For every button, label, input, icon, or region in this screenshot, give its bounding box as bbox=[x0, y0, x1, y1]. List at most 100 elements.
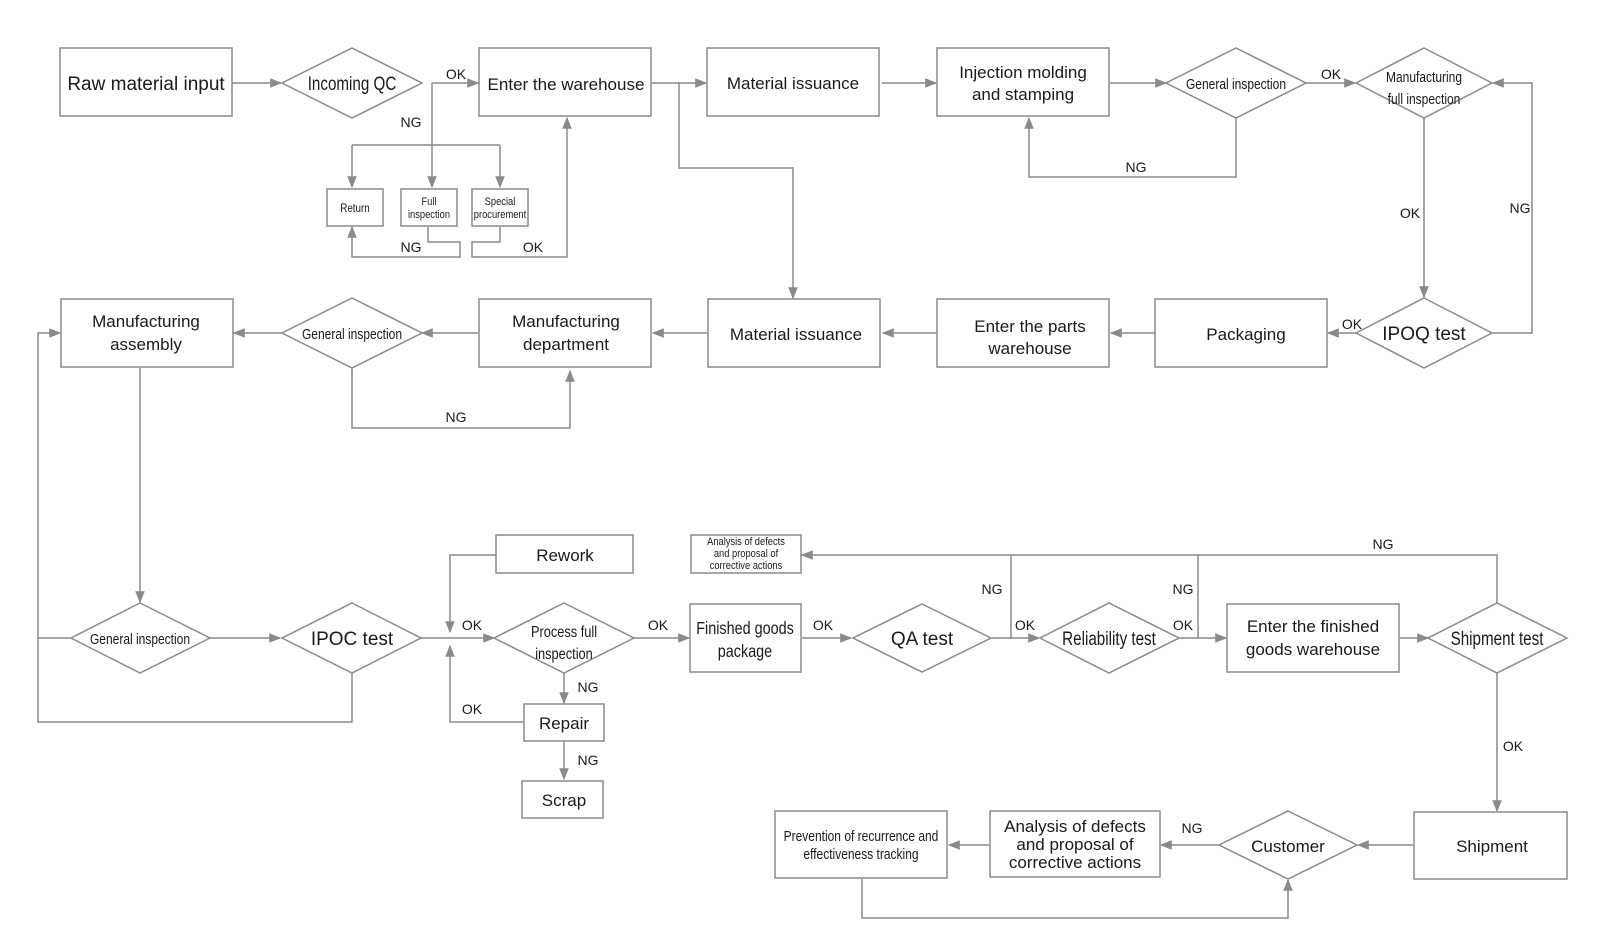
node-label-line2: inspection bbox=[535, 646, 593, 664]
edge-ng-bus bbox=[800, 550, 1498, 603]
node-general-inspection-3: General inspection bbox=[69, 602, 212, 674]
node-shipment: Shipment bbox=[1413, 811, 1568, 880]
node-label-line1: Enter the parts bbox=[974, 317, 1086, 336]
node-scrap: Scrap bbox=[521, 780, 604, 819]
node-finished-goods-package: Finished goods package bbox=[689, 603, 802, 673]
node-label-line2: department bbox=[523, 335, 609, 354]
edge-ipoc-loop bbox=[37, 638, 353, 723]
edge-repair-to-merge bbox=[445, 644, 523, 723]
node-label-line3: corrective actions bbox=[1009, 853, 1141, 872]
node-label: Reliability test bbox=[1062, 627, 1156, 649]
label-gi1-ok: OK bbox=[1321, 66, 1342, 82]
node-label-line2: warehouse bbox=[987, 339, 1071, 358]
node-label: Material issuance bbox=[727, 74, 859, 93]
label-shiptest-ok: OK bbox=[1503, 738, 1524, 754]
node-full-inspection: Full inspection bbox=[400, 188, 458, 227]
node-label-line1: Special bbox=[485, 196, 516, 208]
node-label-line2: assembly bbox=[110, 335, 182, 354]
node-ipoc-test: IPOC test bbox=[280, 602, 423, 674]
node-label: Return bbox=[340, 202, 370, 215]
label-pfi-ok: OK bbox=[648, 617, 669, 633]
connectors bbox=[37, 78, 1533, 919]
node-label: IPOQ test bbox=[1382, 324, 1466, 345]
node-ipoq-test: IPOQ test bbox=[1354, 297, 1494, 369]
node-packaging: Packaging bbox=[1154, 298, 1328, 368]
node-label-line1: Manufacturing bbox=[1386, 69, 1462, 86]
node-label-line2: inspection bbox=[408, 209, 450, 221]
node-label-line1: Full bbox=[421, 196, 436, 208]
node-label: Repair bbox=[539, 714, 589, 733]
edge-gi2-ng bbox=[351, 368, 575, 429]
label-return-ng: NG bbox=[401, 239, 422, 255]
node-injection-molding: Injection molding and stamping bbox=[936, 47, 1110, 117]
node-label-line1: Analysis of defects bbox=[707, 536, 785, 548]
node-label-line3: corrective actions bbox=[710, 560, 783, 572]
node-material-issuance-2: Material issuance bbox=[707, 298, 881, 368]
node-special-procurement: Special procurement bbox=[471, 188, 529, 227]
label-shiptest-ng: NG bbox=[1373, 536, 1394, 552]
node-customer: Customer bbox=[1217, 810, 1359, 880]
node-manufacturing-full-inspection: Manufacturing full inspection bbox=[1354, 47, 1494, 119]
node-label-line1: Enter the finished bbox=[1247, 617, 1379, 636]
label-gi1-ng: NG bbox=[1126, 159, 1147, 175]
node-label-line1: Prevention of recurrence and bbox=[784, 828, 939, 845]
node-label-line1: Injection molding bbox=[959, 63, 1087, 82]
node-reliability-test: Reliability test bbox=[1038, 602, 1181, 674]
node-label: Customer bbox=[1251, 837, 1325, 856]
node-rework: Rework bbox=[495, 534, 634, 574]
node-label-line2: and stamping bbox=[972, 85, 1074, 104]
label-fgp-ok: OK bbox=[813, 617, 834, 633]
node-label-line2: and proposal of bbox=[1016, 835, 1133, 854]
node-label-line1: Manufacturing bbox=[92, 312, 200, 331]
label-customer-ng: NG bbox=[1182, 820, 1203, 836]
node-label-line1: Manufacturing bbox=[512, 312, 620, 331]
node-prevention: Prevention of recurrence and effectivene… bbox=[774, 810, 948, 879]
node-raw-material-input: Raw material input bbox=[59, 47, 233, 117]
node-analysis-large: Analysis of defects and proposal of corr… bbox=[989, 810, 1161, 878]
label-pfi-ng: NG bbox=[578, 679, 599, 695]
node-incoming-qc: Incoming QC bbox=[280, 47, 424, 119]
node-label-line2: goods warehouse bbox=[1246, 640, 1380, 659]
node-label: Scrap bbox=[542, 791, 586, 810]
node-general-inspection-2: General inspection bbox=[280, 297, 424, 369]
node-label-line2: full inspection bbox=[1388, 91, 1461, 108]
node-label: General inspection bbox=[90, 631, 190, 648]
node-analysis-small: Analysis of defects and proposal of corr… bbox=[690, 534, 802, 574]
edge-ipoq-ng bbox=[1491, 78, 1533, 334]
node-label: IPOC test bbox=[311, 629, 394, 650]
label-special-ok: OK bbox=[523, 239, 544, 255]
node-label: Incoming QC bbox=[308, 72, 397, 94]
edge-prevention-to-customer bbox=[861, 878, 1293, 919]
node-label-line1: Analysis of defects bbox=[1004, 817, 1146, 836]
edge-labels: OK NG NG OK OK NG OK NG OK NG OK OK NG O… bbox=[401, 66, 1531, 836]
label-qa-ng: NG bbox=[982, 581, 1003, 597]
edge-warehouse-to-issuance2 bbox=[678, 83, 798, 300]
node-label-line2: and proposal of bbox=[714, 548, 778, 560]
node-enter-parts-warehouse: Enter the parts warehouse bbox=[936, 298, 1110, 368]
edge-special-to-warehouse bbox=[471, 116, 572, 258]
node-enter-warehouse: Enter the warehouse bbox=[478, 47, 652, 117]
node-label: Enter the warehouse bbox=[488, 75, 645, 94]
node-general-inspection-1: General inspection bbox=[1164, 47, 1308, 119]
edge-fullinsp-to-return bbox=[347, 225, 461, 258]
node-label-line2: effectiveness tracking bbox=[803, 846, 918, 863]
label-qc-ok: OK bbox=[446, 66, 467, 82]
node-label: General inspection bbox=[1186, 76, 1286, 93]
edge-gi1-ng bbox=[1024, 116, 1237, 178]
label-ipoq-ok: OK bbox=[1342, 316, 1363, 332]
node-enter-finished-goods-warehouse: Enter the finished goods warehouse bbox=[1226, 603, 1400, 673]
node-label: QA test bbox=[891, 629, 954, 650]
label-repair-ok: OK bbox=[462, 701, 483, 717]
node-repair: Repair bbox=[523, 703, 605, 742]
node-process-full-inspection: Process full inspection bbox=[492, 602, 636, 674]
node-label: Rework bbox=[536, 546, 594, 565]
node-label-line2: package bbox=[718, 642, 772, 662]
node-label-line2: procurement bbox=[474, 209, 527, 221]
label-ipoq-ng: NG bbox=[1510, 200, 1531, 216]
node-label: General inspection bbox=[302, 326, 402, 343]
node-label-line1: Finished goods bbox=[696, 619, 794, 639]
edge-rework-to-merge bbox=[445, 554, 496, 634]
node-label: Material issuance bbox=[730, 325, 862, 344]
node-label: Packaging bbox=[1206, 325, 1285, 344]
